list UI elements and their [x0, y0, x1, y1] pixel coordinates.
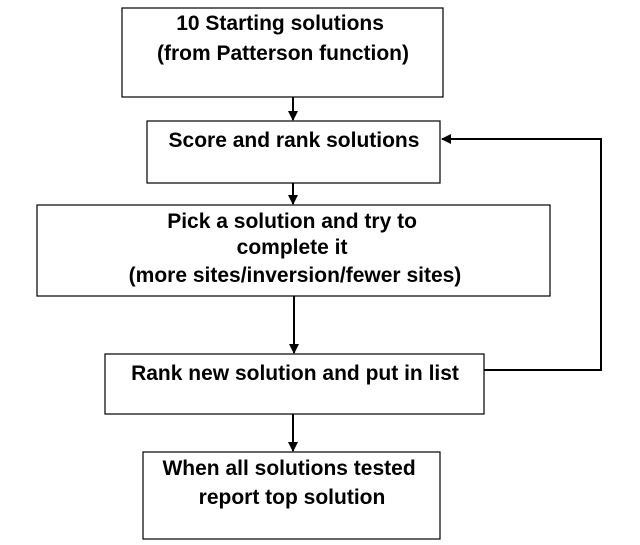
node-start-line-2: (from Patterson function)	[157, 42, 409, 65]
node-start-label: 10 Starting solutions (from Patterson fu…	[157, 12, 409, 65]
node-rank-box	[104, 353, 485, 415]
node-start: 10 Starting solutions (from Patterson fu…	[121, 7, 444, 98]
node-report-line-1: When all solutions tested	[162, 457, 415, 480]
node-pick-line-2: complete it	[237, 236, 348, 259]
node-score-label: Score and rank solutions	[169, 129, 420, 152]
node-pick-line-1: Pick a solution and try to	[167, 210, 417, 233]
node-report-label: When all solutions tested report top sol…	[162, 457, 421, 509]
node-start-line-1: 10 Starting solutions	[176, 12, 384, 35]
node-pick: Pick a solution and try to complete it (…	[36, 204, 551, 297]
node-start-box	[121, 7, 444, 98]
node-report-line-2: report top solution	[199, 486, 386, 509]
node-score: Score and rank solutions	[146, 120, 441, 184]
node-score-line-1: Score and rank solutions	[169, 129, 420, 152]
node-score-box	[146, 120, 441, 184]
node-rank-line-1: Rank new solution and put in list	[131, 362, 459, 385]
node-pick-box	[36, 204, 551, 297]
node-pick-label: Pick a solution and try to complete it (…	[129, 210, 462, 287]
node-pick-line-3: (more sites/inversion/fewer sites)	[129, 264, 462, 287]
node-report: When all solutions tested report top sol…	[142, 451, 441, 540]
loop-back-connector	[441, 134, 602, 371]
node-rank-label: Rank new solution and put in list	[131, 362, 459, 385]
node-rank: Rank new solution and put in list	[104, 353, 485, 415]
node-report-box	[142, 451, 441, 540]
